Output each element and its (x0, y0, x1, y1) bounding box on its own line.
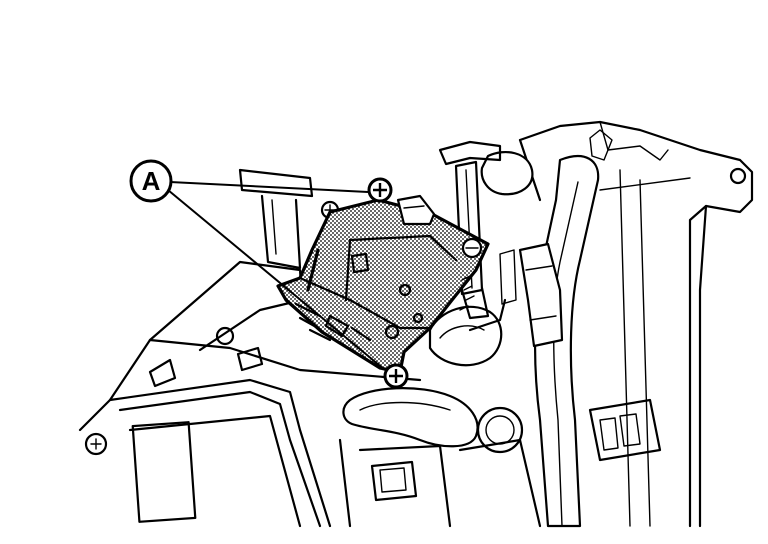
leader-line-lower (167, 189, 386, 371)
mode-door-actuator (276, 194, 490, 374)
wire-harness (480, 129, 613, 528)
callout-label: A (142, 166, 161, 196)
callout-circle (129, 159, 173, 203)
screw-lower (383, 363, 409, 389)
leader-line-upper (169, 181, 369, 193)
lower-assembly (338, 298, 542, 528)
screw-upper (367, 177, 393, 203)
heater-unit-housing (518, 120, 754, 528)
callout-a: A (129, 159, 386, 371)
